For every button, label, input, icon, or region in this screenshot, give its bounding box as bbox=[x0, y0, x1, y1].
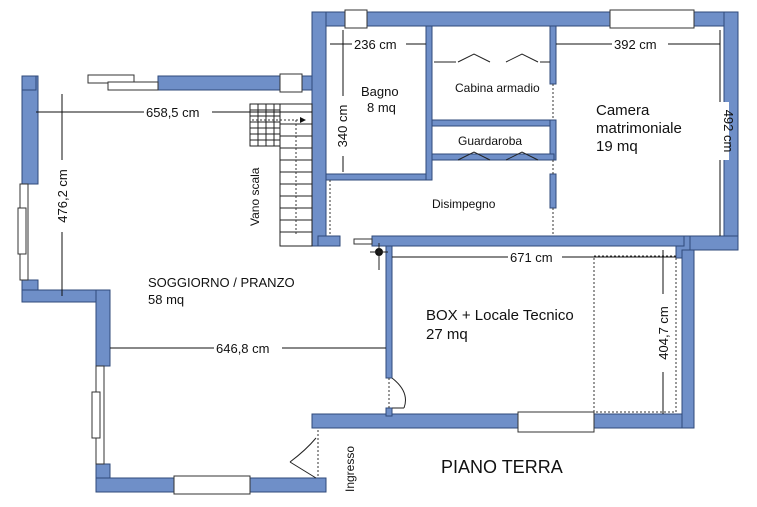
window-living-left-b bbox=[17, 207, 27, 255]
window-living-left-low-b bbox=[91, 391, 101, 439]
sliding-door-guardaroba-b bbox=[505, 151, 539, 161]
dim-bg-6468 bbox=[214, 340, 282, 356]
stairs-arrow-icon bbox=[300, 117, 306, 123]
wall-box-right bbox=[681, 249, 695, 429]
wall-camera-left-top bbox=[549, 25, 557, 85]
dim-6468: 646,8 cm bbox=[216, 341, 269, 356]
dim-392: 392 cm bbox=[614, 37, 657, 52]
wall-living-left-top bbox=[21, 75, 39, 185]
wall-left-upper bbox=[311, 11, 327, 247]
room-vano-scala-name: Vano scala bbox=[248, 167, 262, 226]
sliding-door-cabina-b bbox=[505, 53, 539, 63]
room-disimpegno-name: Disimpegno bbox=[432, 197, 496, 211]
room-camera-name-2: matrimoniale bbox=[596, 120, 682, 137]
dim-492: 492 cm bbox=[721, 110, 736, 153]
doors bbox=[289, 53, 677, 479]
wall-corner-tl bbox=[21, 75, 37, 91]
dim-bg-6585 bbox=[144, 104, 212, 120]
box-parking-area bbox=[593, 255, 677, 413]
room-camera-area: 19 mq bbox=[596, 138, 638, 155]
windows bbox=[17, 9, 695, 495]
dim-bg-4762 bbox=[53, 160, 71, 232]
window-small bbox=[353, 238, 373, 245]
wall-living-step2 bbox=[95, 289, 111, 367]
wall-box-bottom bbox=[311, 413, 695, 429]
wall-bagno-bottom bbox=[325, 173, 431, 181]
wall-guardaroba-bottom bbox=[431, 153, 555, 161]
wall-middle bbox=[371, 235, 685, 247]
wall-box-left bbox=[385, 245, 393, 379]
window-living-top-b bbox=[107, 81, 159, 91]
room-bagno-area: 8 mq bbox=[367, 100, 396, 115]
wall-cabina-bottom bbox=[431, 119, 555, 127]
room-soggiorno-area: 58 mq bbox=[148, 292, 184, 307]
wall-camera-left-low bbox=[549, 173, 557, 209]
room-cabina-name: Cabina armadio bbox=[455, 81, 540, 95]
room-bagno-name: Bagno bbox=[361, 84, 399, 99]
plan-title: PIANO TERRA bbox=[441, 457, 563, 477]
dim-4762: 476,2 cm bbox=[55, 169, 70, 222]
dim-bg-492 bbox=[711, 102, 729, 160]
stairs bbox=[249, 103, 313, 247]
window-camera bbox=[609, 9, 695, 29]
room-guardaroba-name: Guardaroba bbox=[458, 134, 522, 148]
dim-bg-4047 bbox=[654, 294, 672, 372]
room-ingresso-name: Ingresso bbox=[343, 446, 357, 492]
stairs-lower bbox=[279, 103, 313, 247]
room-soggiorno-name: SOGGIORNO / PRANZO bbox=[148, 275, 295, 290]
room-camera-name-1: Camera bbox=[596, 102, 650, 119]
wall-box-left-low bbox=[385, 407, 393, 417]
dim-4047: 404,7 cm bbox=[656, 306, 671, 359]
ingresso-door-arc bbox=[289, 437, 317, 463]
sliding-door-guardaroba-a bbox=[457, 151, 491, 161]
room-box-area: 27 mq bbox=[426, 326, 468, 343]
dim-671: 671 cm bbox=[510, 250, 553, 265]
window-living-top-c bbox=[279, 73, 303, 93]
dim-bg-340 bbox=[334, 96, 352, 156]
dim-236: 236 cm bbox=[354, 37, 397, 52]
wall-right-corner bbox=[683, 235, 739, 251]
window-bagno bbox=[344, 9, 368, 29]
window-box bbox=[517, 411, 595, 433]
dim-bg-236 bbox=[352, 36, 406, 52]
walls bbox=[21, 11, 739, 493]
wall-middle-left bbox=[317, 235, 341, 247]
window-living-bottom bbox=[173, 475, 251, 495]
room-box-name: BOX + Locale Tecnico bbox=[426, 307, 574, 324]
dim-340: 340 cm bbox=[335, 105, 350, 148]
box-door-arc bbox=[391, 377, 406, 409]
wall-bagno-right bbox=[425, 25, 433, 181]
sliding-door-cabina-a bbox=[457, 53, 491, 63]
dim-bg-392 bbox=[612, 36, 668, 52]
dim-bg-671 bbox=[508, 249, 562, 265]
dim-6585: 658,5 cm bbox=[146, 105, 199, 120]
